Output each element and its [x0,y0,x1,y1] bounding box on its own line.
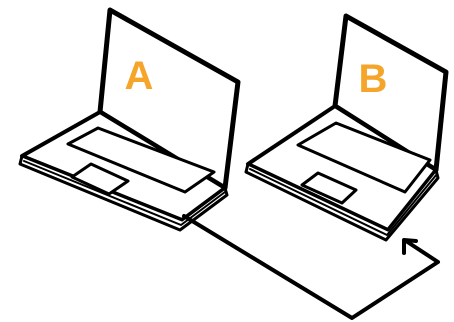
laptop-b-label: B [359,57,388,101]
laptop-a [20,10,238,230]
transfer-arrow-line [184,216,438,318]
transfer-arrow [184,216,438,318]
laptop-a-label: A [125,54,154,98]
laptop-b [246,16,446,240]
